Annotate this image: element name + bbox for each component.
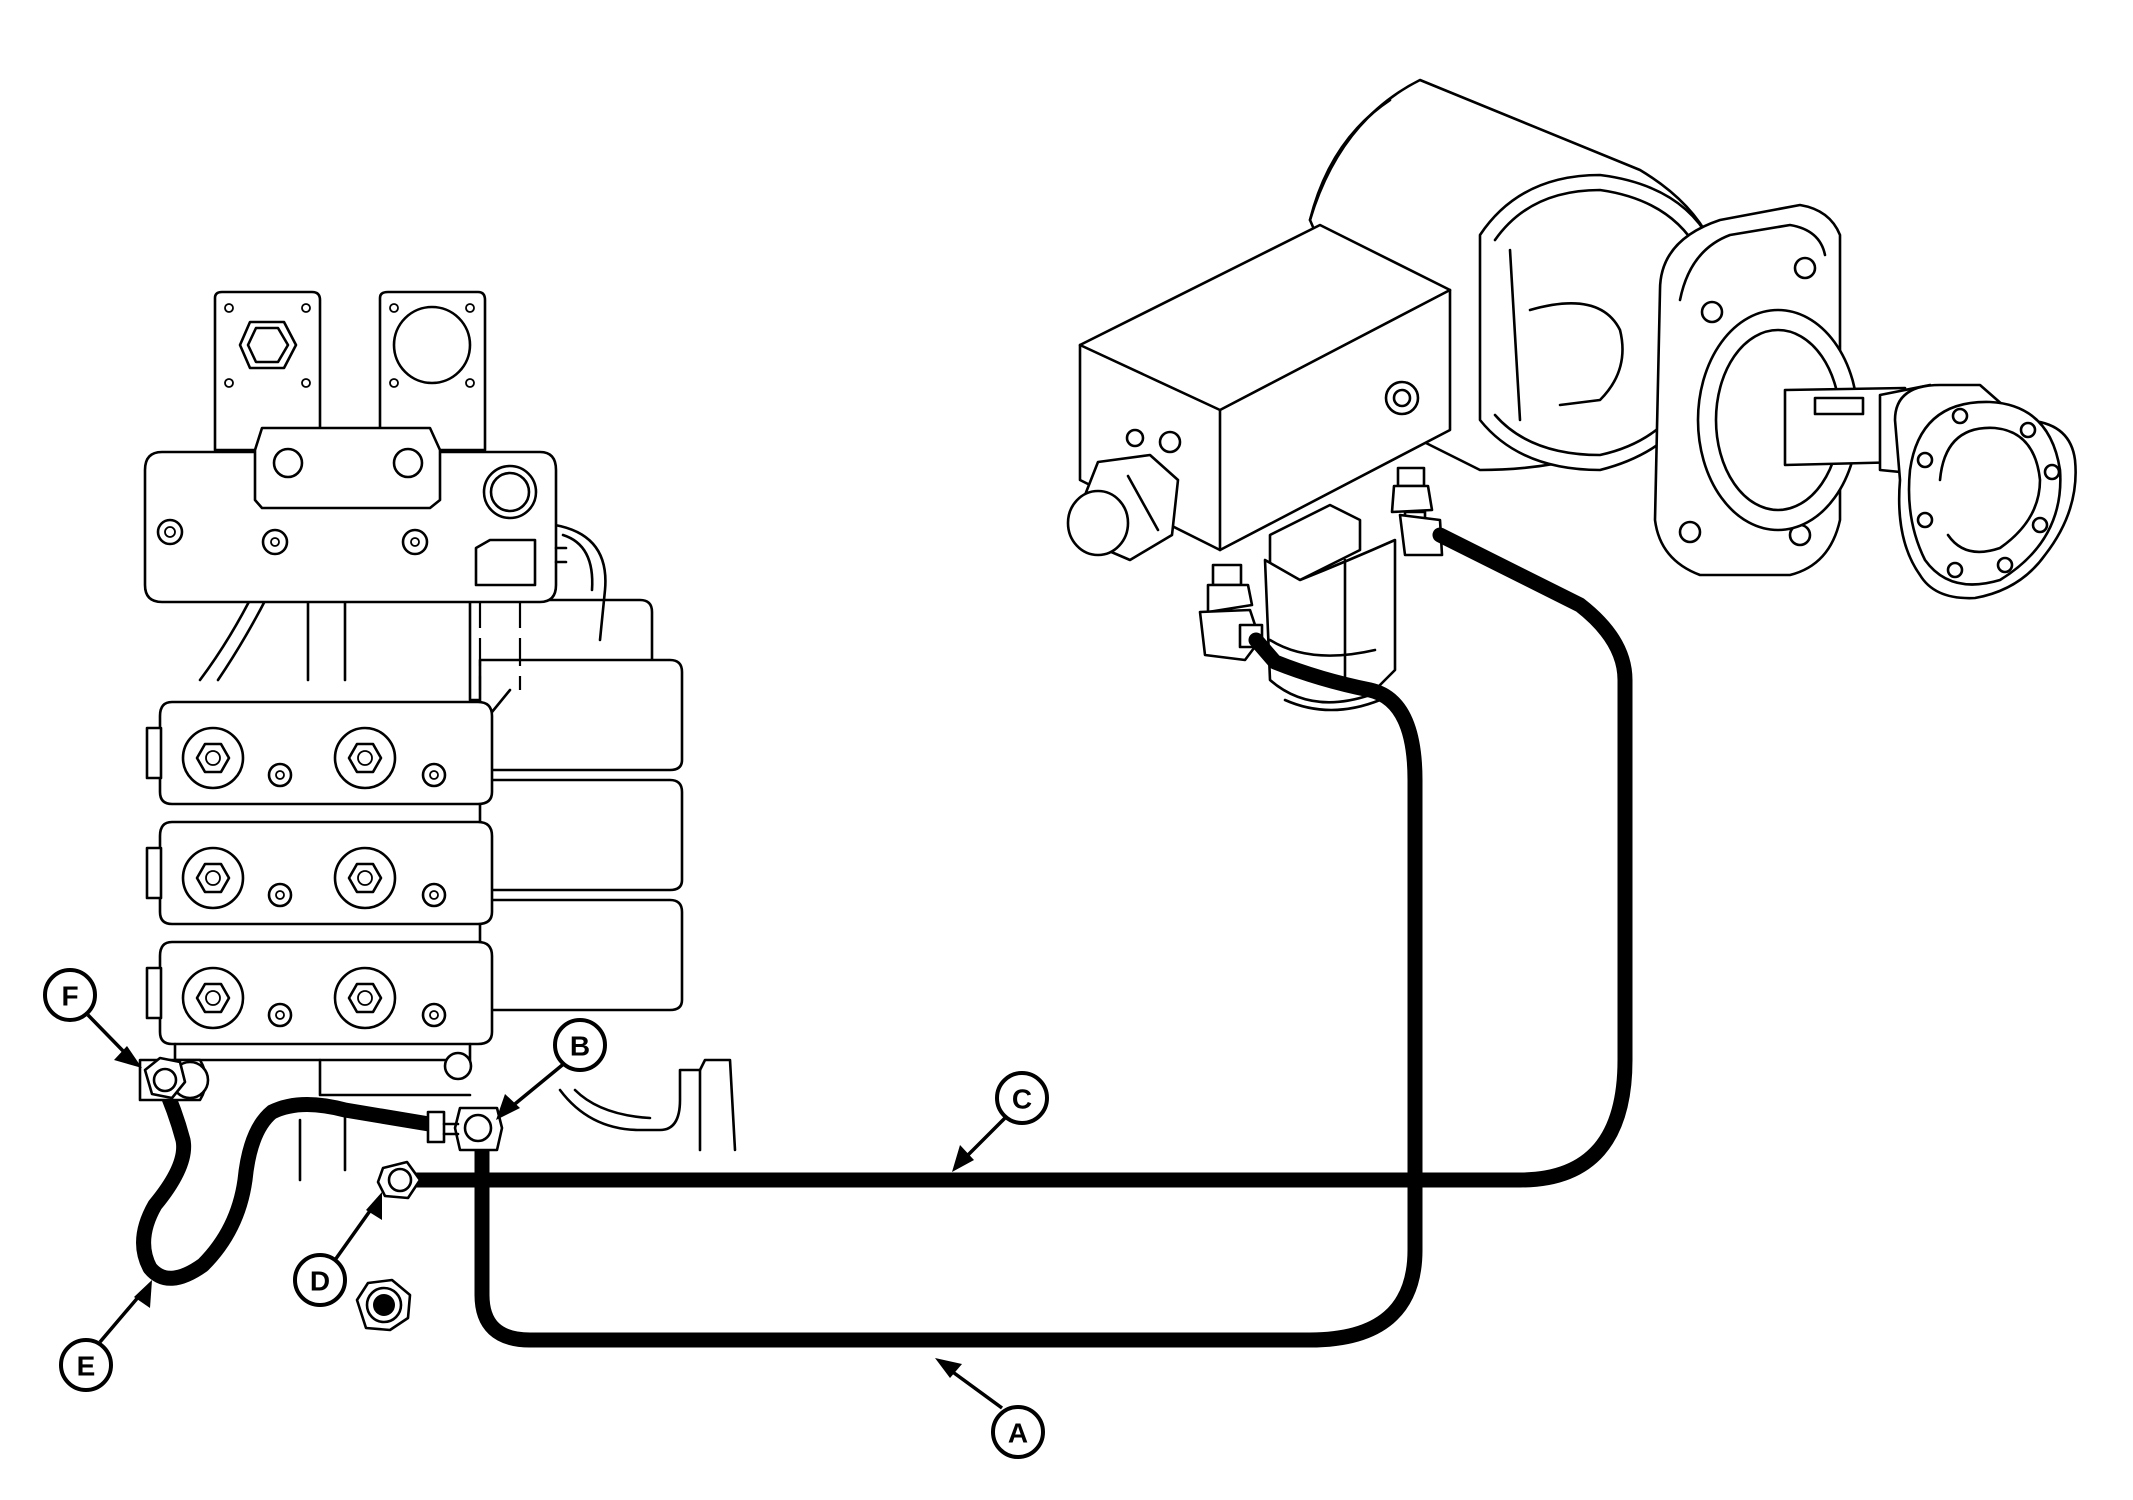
callout-e: E: [59, 1280, 152, 1392]
filter-canister: [1263, 503, 1397, 712]
valve-section-2: [145, 820, 494, 926]
valve-section-3: [145, 940, 494, 1046]
hose-e: [136, 1074, 443, 1286]
hose-a: [474, 632, 1423, 1348]
pump-fitting-left: [1198, 563, 1264, 662]
callout-label-e: E: [77, 1351, 96, 1382]
control-valve-assembly: [143, 290, 737, 1182]
fitting-d: [376, 1160, 422, 1200]
callout-label-b: B: [570, 1031, 590, 1062]
hydraulic-pump-assembly: [1066, 78, 2077, 712]
fitting-f: [138, 1056, 210, 1102]
mounting-bracket-right: [378, 290, 487, 452]
mounting-bracket-left: [213, 290, 322, 452]
callout-a: A: [935, 1358, 1045, 1459]
callout-label-d: D: [310, 1266, 330, 1297]
fitting-b: [426, 1106, 504, 1152]
callout-label-a: A: [1008, 1418, 1028, 1449]
callout-c: C: [952, 1071, 1049, 1172]
callout-f: F: [43, 968, 142, 1068]
hose-c: [397, 527, 1633, 1188]
callout-label-c: C: [1012, 1084, 1032, 1115]
plug-fitting: [355, 1278, 412, 1332]
valve-section-1: [145, 688, 512, 806]
callout-d: D: [293, 1192, 382, 1307]
callout-b: B: [496, 1018, 607, 1120]
callout-label-f: F: [61, 981, 78, 1012]
valve-block-plug: [1066, 453, 1180, 562]
top-manifold-plate: [143, 426, 568, 604]
pump-fitting-right: [1390, 466, 1444, 557]
